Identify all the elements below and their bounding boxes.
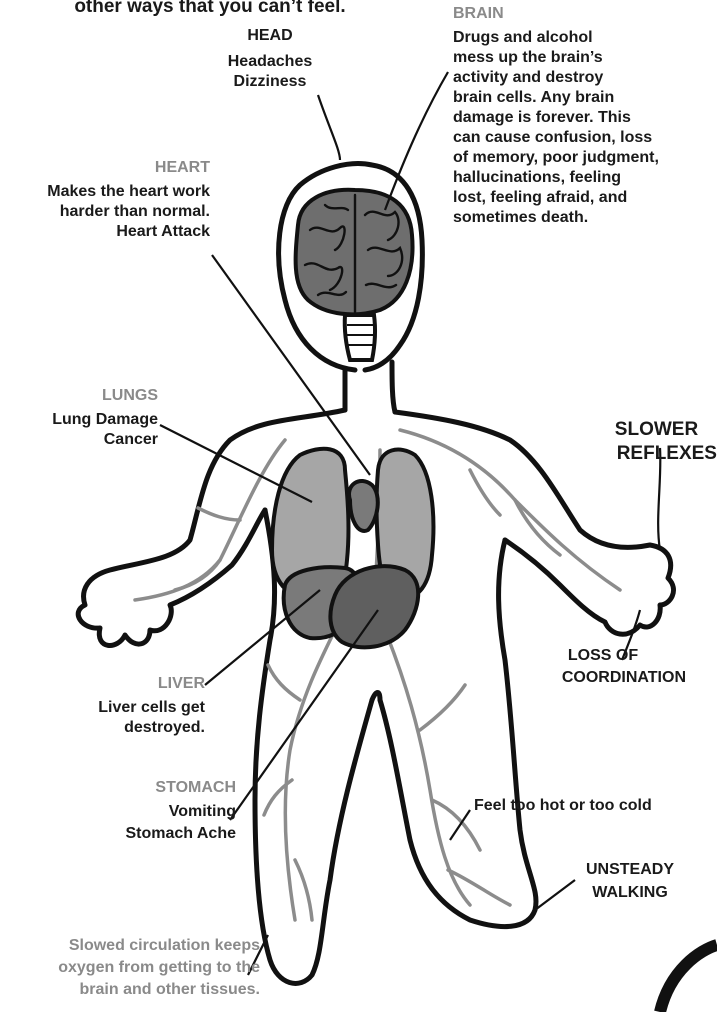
brain-line-6: can cause confusion, loss bbox=[453, 128, 717, 148]
lungs-line-1: Lung Damage bbox=[0, 410, 158, 430]
heart-title: HEART bbox=[0, 158, 210, 178]
brain-line-3: activity and destroy bbox=[453, 68, 717, 88]
temperature-label: Feel too hot or too cold bbox=[474, 796, 714, 816]
coordination-line-1: LOSS OF bbox=[520, 646, 686, 666]
liver-title: LIVER bbox=[40, 674, 205, 694]
walking-line-1: UNSTEADY bbox=[575, 860, 685, 880]
temperature-line-1: Feel too hot or too cold bbox=[474, 796, 714, 816]
brain-line-1: Drugs and alcohol bbox=[453, 28, 717, 48]
stomach-label: STOMACH Vomiting Stomach Ache bbox=[80, 778, 236, 844]
heart-label: HEART Makes the heart work harder than n… bbox=[0, 158, 210, 242]
brain-line-2: mess up the brain’s bbox=[453, 48, 717, 68]
brain-line-4: brain cells. Any brain bbox=[453, 88, 717, 108]
brain-stem bbox=[345, 315, 375, 360]
lungs-title: LUNGS bbox=[0, 386, 158, 406]
liver-label: LIVER Liver cells get destroyed. bbox=[40, 674, 205, 738]
head-line-1: Headaches bbox=[200, 52, 340, 72]
walking-label: UNSTEADY WALKING bbox=[575, 860, 685, 903]
coordination-label: LOSS OF COORDINATION bbox=[520, 646, 686, 688]
top-caption-text: other ways that you can’t feel. bbox=[30, 0, 390, 19]
head-label: HEAD Headaches Dizziness bbox=[200, 26, 340, 92]
brain-label: BRAIN Drugs and alcohol mess up the brai… bbox=[453, 4, 717, 228]
reflexes-label: SLOWER REFLEXES bbox=[596, 418, 717, 466]
brain-line-9: lost, feeling afraid, and bbox=[453, 188, 717, 208]
heart-line-3: Heart Attack bbox=[0, 222, 210, 242]
heart-line-2: harder than normal. bbox=[0, 202, 210, 222]
brain-line-8: hallucinations, feeling bbox=[453, 168, 717, 188]
heart bbox=[349, 481, 378, 531]
top-caption: other ways that you can’t feel. bbox=[30, 0, 390, 19]
circulation-line-2: oxygen from getting to the bbox=[0, 958, 260, 978]
circulation-label: Slowed circulation keeps oxygen from get… bbox=[0, 934, 260, 1000]
stomach-title: STOMACH bbox=[80, 778, 236, 798]
brain-line-7: of memory, poor judgment, bbox=[453, 148, 717, 168]
walking-line-2: WALKING bbox=[575, 883, 685, 903]
brain-title: BRAIN bbox=[453, 4, 717, 24]
circulation-line-3: brain and other tissues. bbox=[0, 980, 260, 1000]
liver-line-2: destroyed. bbox=[40, 718, 205, 738]
heart-line-1: Makes the heart work bbox=[0, 182, 210, 202]
liver-line-1: Liver cells get bbox=[40, 698, 205, 718]
stomach-line-2: Stomach Ache bbox=[80, 824, 236, 844]
coordination-line-2: COORDINATION bbox=[520, 668, 686, 688]
stomach-line-1: Vomiting bbox=[80, 802, 236, 822]
circulation-line-1: Slowed circulation keeps bbox=[0, 936, 260, 956]
lungs-line-2: Cancer bbox=[0, 430, 158, 450]
reflexes-line-2: REFLEXES bbox=[596, 442, 717, 466]
head-title: HEAD bbox=[200, 26, 340, 46]
lungs-label: LUNGS Lung Damage Cancer bbox=[0, 386, 158, 450]
head-line-2: Dizziness bbox=[200, 72, 340, 92]
corner-circle bbox=[660, 945, 717, 1012]
brain-line-10: sometimes death. bbox=[453, 208, 717, 228]
brain-line-5: damage is forever. This bbox=[453, 108, 717, 128]
reflexes-line-1: SLOWER bbox=[596, 418, 717, 442]
